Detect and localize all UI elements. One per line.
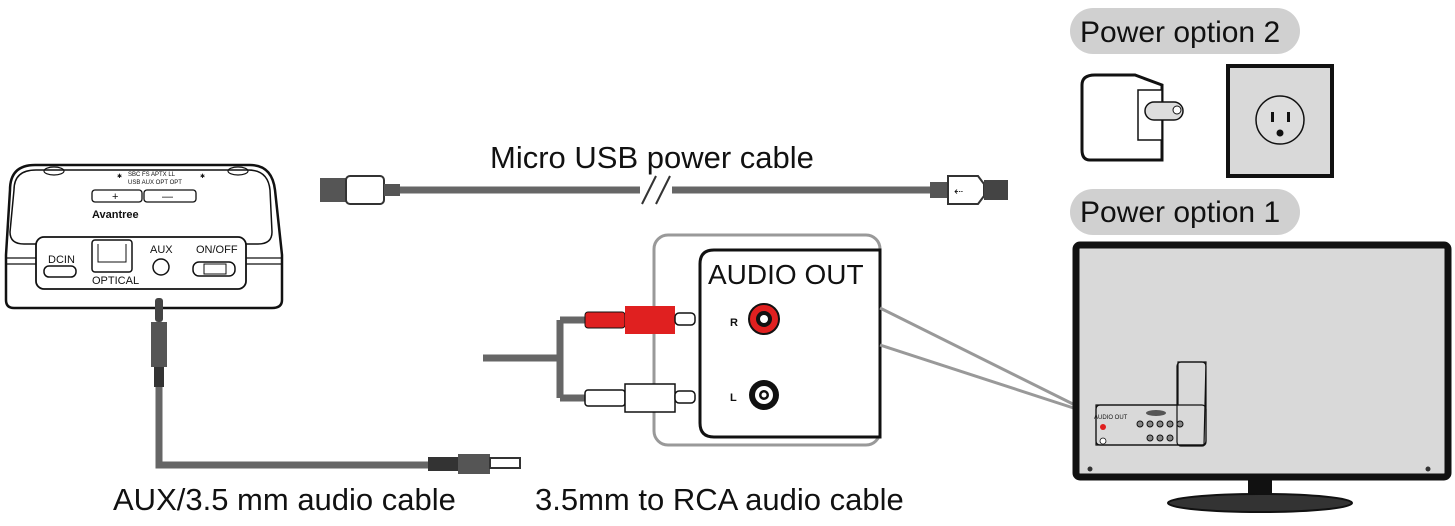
minus-button[interactable] [143,189,197,203]
wall-outlet-icon [1226,64,1334,178]
tv-vga-port [1146,410,1166,416]
aux-cable [151,298,521,474]
right-channel-label: R [730,317,738,329]
device-indicators-text: SBC FS APTX LL [128,172,176,178]
minus-button-label: — [162,191,173,203]
brand-logo: Avantree [92,209,139,221]
tv-audio-out-label: AUDIO OUT [1094,415,1128,421]
onoff-label: ON/OFF [196,244,238,256]
aux-port[interactable] [152,258,170,276]
audio-out-callout: AUDIO OUT R L [483,233,1096,447]
bluetooth-icon: ✱ [117,173,122,180]
tv-rca-left-port [1099,437,1107,445]
micro-usb-cable: ⇠ Micro USB power cable [320,140,1008,205]
tv-stand-neck [1248,478,1272,498]
usb-wall-adapter-icon [1080,73,1184,162]
tv-rca-right-port [1100,424,1106,430]
bluetooth-icon: ✱ [200,173,205,180]
plus-button[interactable] [91,189,143,203]
audio-out-label: AUDIO OUT [708,259,864,290]
aux-cable-label: AUX/3.5 mm audio cable [113,482,456,517]
volume-down-icon [43,166,65,176]
micro-usb-cable-label: Micro USB power cable [490,140,814,175]
power-option-1-label: Power option 1 [1080,196,1280,229]
dcin-port[interactable] [43,265,77,278]
device-inputs-text: USB AUX OPT OPT [128,180,182,186]
power-option-2: Power option 2 [1070,8,1334,178]
transmitter-device: ✱ ✱ SBC FS APTX LL USB AUX OPT OPT + — A… [4,163,284,310]
power-option-1: Power option 1 [1070,189,1300,235]
left-channel-label: L [730,392,737,404]
volume-up-icon [227,166,249,176]
optical-label: OPTICAL [92,275,139,287]
tv-back: AUDIO OUT [1072,241,1452,513]
tv-stand-base [1167,493,1353,513]
aux-label: AUX [150,244,173,256]
rca-cable-label: 3.5mm to RCA audio cable [535,482,904,517]
power-option-2-label: Power option 2 [1080,16,1280,49]
dcin-label: DCIN [48,254,75,266]
usb-icon: ⇠ [954,186,963,198]
plus-button-label: + [112,191,118,203]
optical-port[interactable] [91,239,133,273]
